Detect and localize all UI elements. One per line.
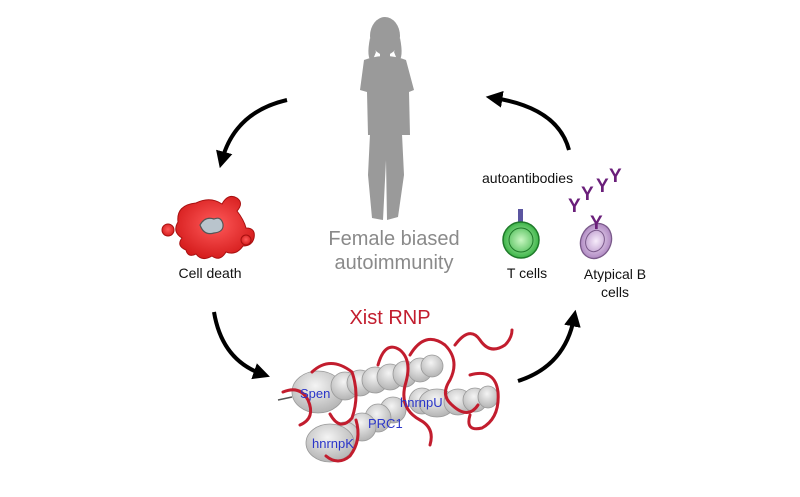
xist-rna-strand bbox=[281, 328, 514, 463]
protein-label-hnrnpk: hnrnpK bbox=[312, 436, 354, 451]
antibody-icons: Y Y Y Y Y bbox=[568, 166, 622, 234]
arrow-xist-to-immune bbox=[517, 309, 581, 383]
t-cells-label: T cells bbox=[506, 265, 548, 281]
antibody-icon: Y bbox=[590, 213, 603, 234]
center-title-line-2: autoimmunity bbox=[334, 252, 454, 274]
protein-label-hnrnpu: hnrnpU bbox=[400, 395, 443, 410]
antibody-icon: Y bbox=[568, 196, 581, 217]
protein-label-prc1: PRC1 bbox=[368, 416, 403, 431]
woman-silhouette-icon bbox=[360, 17, 414, 220]
dying-cell-icon bbox=[161, 196, 255, 260]
arrow-cell-death-to-xist bbox=[212, 311, 270, 380]
arrow-immune-to-female bbox=[485, 91, 571, 151]
arrow-female-to-cell-death bbox=[216, 98, 288, 169]
xist-rnp-title: Xist RNP bbox=[349, 307, 431, 329]
protein-label-spen: Spen bbox=[300, 386, 331, 401]
center-title: Female biased autoimmunity bbox=[300, 227, 488, 275]
t-cell-icon bbox=[502, 209, 540, 259]
antibody-icon: Y bbox=[581, 184, 594, 205]
rna-tail bbox=[277, 396, 293, 401]
center-title-line-1: Female biased bbox=[328, 228, 460, 250]
antibody-icon: Y bbox=[596, 176, 609, 197]
autoantibodies-label: autoantibodies bbox=[482, 170, 574, 186]
atypical-b-cell-icon bbox=[579, 222, 613, 260]
atypical-b-cells-label: Atypical B cells bbox=[583, 266, 647, 300]
cell-death-label: Cell death bbox=[178, 265, 242, 281]
antibody-icon: Y bbox=[609, 166, 622, 187]
